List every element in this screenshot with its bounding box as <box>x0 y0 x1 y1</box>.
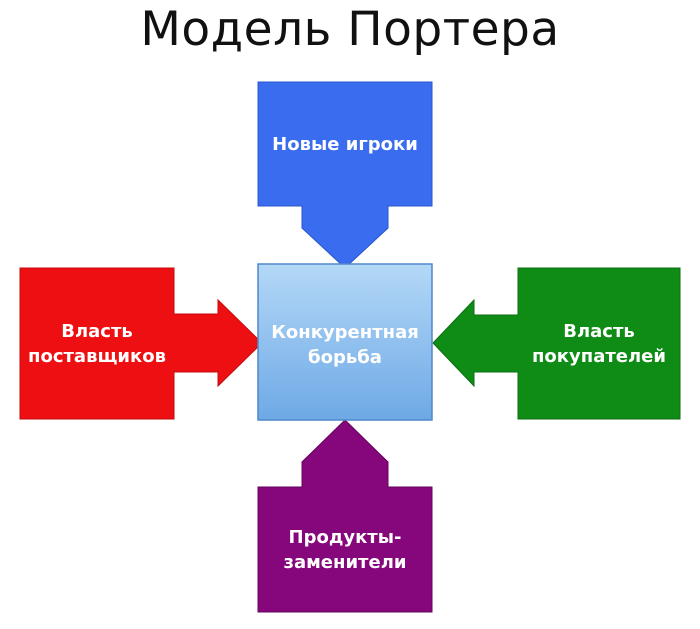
suppliers-label: Власть поставщиков <box>28 320 166 367</box>
substitutes-label: Продукты- заменители <box>283 526 407 573</box>
substitutes-shape <box>257 419 433 613</box>
competition-shape <box>257 263 433 421</box>
suppliers-shape <box>19 267 263 420</box>
buyers-shape <box>432 267 681 420</box>
buyers-label: Власть покупателей <box>532 320 666 367</box>
new-players-shape <box>257 81 433 269</box>
competition-label: Конкурентная борьба <box>271 322 419 368</box>
page-title: Модель Портера <box>140 2 560 57</box>
new-players-label: Новые игроки <box>272 133 418 155</box>
